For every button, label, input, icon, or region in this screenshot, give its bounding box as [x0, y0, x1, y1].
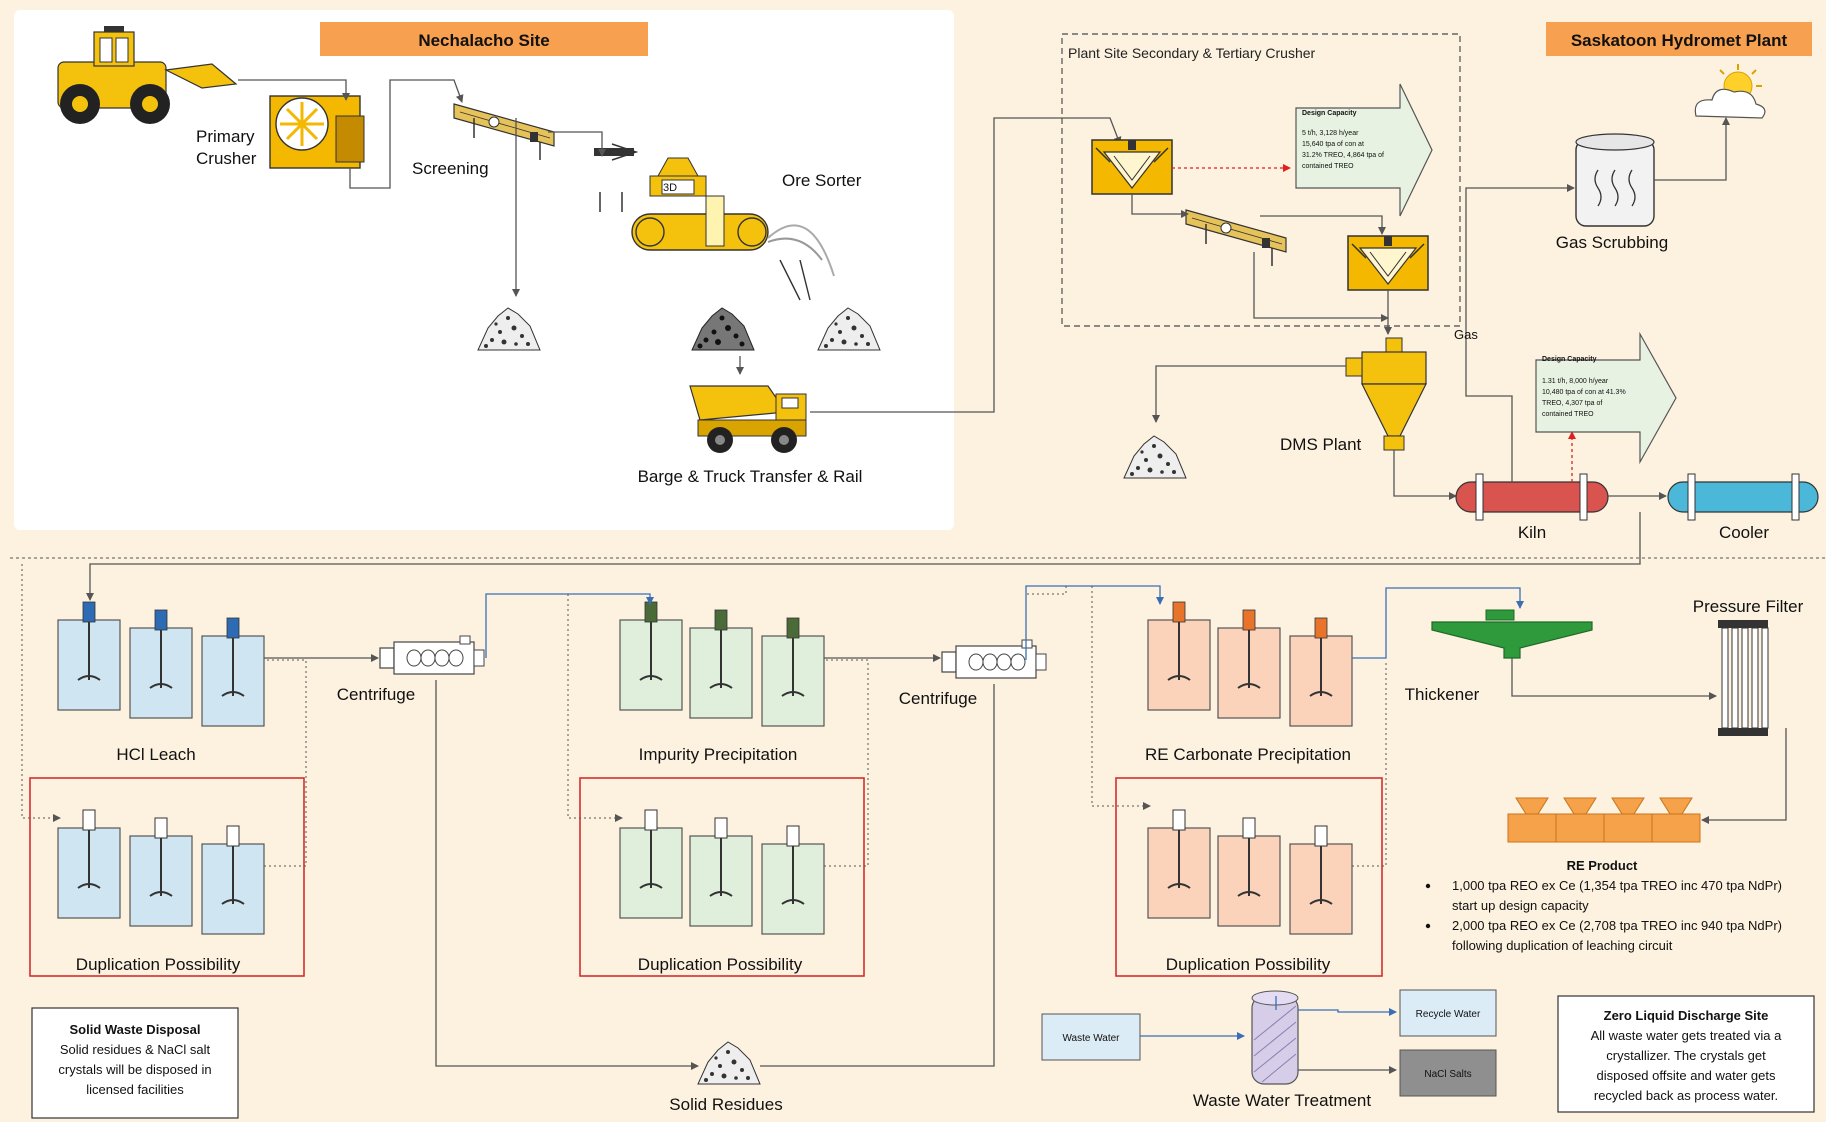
design-capacity-2-line-2: 10,480 tpa of con at 41.3%	[1542, 389, 1626, 396]
design-capacity-2-line-3: TREO, 4,307 tpa of	[1542, 400, 1602, 407]
barge-truck-rail-label: Barge & Truck Transfer & Rail	[638, 467, 863, 486]
cooler-icon	[1667, 473, 1819, 521]
zld-line-2: crystallizer. The crystals get	[1606, 1048, 1766, 1063]
secondary-crusher-boundary	[1061, 33, 1461, 327]
solid-waste-line-1: Solid residues & NaCl salt	[60, 1042, 211, 1057]
kiln-label: Kiln	[1518, 523, 1546, 542]
pressure-filter-icon	[1718, 620, 1769, 736]
design-capacity-arrow-2	[1535, 331, 1677, 465]
design-capacity-1-line-1: 5 t/h, 3,128 h/year	[1302, 130, 1359, 137]
impurity-precipitation-label: Impurity Precipitation	[639, 745, 798, 764]
design-capacity-2-line-4: contained TREO	[1542, 411, 1594, 418]
design-capacity-1-line-4: contained TREO	[1302, 163, 1354, 170]
re-product-bullet-2-line-1: 2,000 tpa REO ex Ce (2,708 tpa TREO inc …	[1452, 918, 1782, 933]
solid-waste-title: Solid Waste Disposal	[70, 1022, 201, 1037]
ore-sorter-icon	[594, 143, 835, 301]
dump-truck-icon	[689, 385, 807, 453]
re-carbonate-label: RE Carbonate Precipitation	[1145, 745, 1351, 764]
design-capacity-1-title: Design Capacity	[1302, 110, 1357, 117]
screening-label: Screening	[412, 159, 489, 178]
thickener-label: Thickener	[1405, 685, 1480, 704]
waste-water-tank-icon	[1251, 990, 1299, 1085]
design-capacity-2-line-1: 1.31 t/h, 8,000 h/year	[1542, 378, 1609, 385]
duplication-3-label: Duplication Possibility	[1166, 955, 1331, 974]
zld-title: Zero Liquid Discharge Site	[1604, 1008, 1769, 1023]
solid-residues-label: Solid Residues	[669, 1095, 782, 1114]
primary-crusher-label-2: Crusher	[196, 149, 257, 168]
duplication-box-1	[29, 777, 305, 977]
wheel-loader-icon	[57, 26, 238, 124]
dms-plant-label: DMS Plant	[1280, 435, 1362, 454]
design-capacity-1-line-3: 31.2% TREO, 4,864 tpa of	[1302, 152, 1384, 159]
duplication-1-label: Duplication Possibility	[76, 955, 241, 974]
solid-waste-line-2: crystals will be disposed in	[58, 1062, 211, 1077]
re-product-bullet-1-line-2: start up design capacity	[1452, 898, 1589, 913]
tertiary-cone-crusher-icon	[1347, 235, 1429, 291]
waste-water-box	[1041, 1013, 1141, 1061]
gas-scrubber-icon	[1575, 133, 1655, 227]
secondary-cone-crusher-icon	[1091, 139, 1173, 195]
re-product-title: RE Product	[1567, 858, 1638, 873]
primary-crusher-label-1: Primary	[196, 127, 255, 146]
zld-line-3: disposed offsite and water gets	[1597, 1068, 1776, 1083]
duplication-box-3	[1115, 777, 1383, 977]
centrifuge-1-label: Centrifuge	[337, 685, 415, 704]
nechalacho-title: Nechalacho Site	[418, 31, 549, 50]
solid-waste-box	[31, 1007, 239, 1119]
zld-line-4: recycled back as process water.	[1594, 1088, 1778, 1103]
saskatoon-title: Saskatoon Hydromet Plant	[1571, 31, 1788, 50]
nacl-salts-label: NaCl Salts	[1424, 1069, 1471, 1080]
re-product-bullet-2-line-2: following duplication of leaching circui…	[1452, 938, 1673, 953]
waste-water-treatment-label: Waste Water Treatment	[1193, 1091, 1372, 1110]
primary-crusher-icon	[269, 95, 365, 169]
duplication-2-label: Duplication Possibility	[638, 955, 803, 974]
pressure-filter-label: Pressure Filter	[1693, 597, 1804, 616]
centrifuge-2-label: Centrifuge	[899, 689, 977, 708]
gas-scrubbing-label: Gas Scrubbing	[1556, 233, 1668, 252]
design-capacity-1-line-2: 15,640 tpa of con at	[1302, 141, 1364, 148]
sorter-3d-badge: 3D	[663, 182, 677, 194]
thickener-icon	[1431, 609, 1593, 659]
design-capacity-2-title: Design Capacity	[1542, 356, 1597, 363]
recycle-water-label: Recycle Water	[1416, 1009, 1481, 1020]
centrifuge-2-icon	[941, 639, 1047, 679]
secondary-crusher-title: Plant Site Secondary & Tertiary Crusher	[1068, 45, 1316, 61]
solid-waste-line-3: licensed facilities	[86, 1082, 184, 1097]
sun-cloud-icon	[1694, 64, 1766, 119]
kiln-icon	[1455, 473, 1609, 521]
re-product-bullet-1-line-1: 1,000 tpa REO ex Ce (1,354 tpa TREO inc …	[1452, 878, 1782, 893]
hcl-leach-label: HCl Leach	[116, 745, 195, 764]
zld-line-1: All waste water gets treated via a	[1591, 1028, 1783, 1043]
duplication-box-2	[579, 777, 865, 977]
centrifuge-1-icon	[379, 635, 485, 675]
recycle-water-box	[1399, 989, 1497, 1037]
waste-water-label: Waste Water	[1062, 1033, 1120, 1044]
gas-label: Gas	[1454, 327, 1478, 342]
dms-cyclone-icon	[1345, 337, 1427, 451]
saskatoon-header	[1546, 22, 1812, 56]
nechalacho-header	[320, 22, 648, 56]
cooler-label: Cooler	[1719, 523, 1769, 542]
nacl-salts-box	[1399, 1049, 1497, 1097]
zld-box	[1557, 995, 1815, 1113]
ore-sorter-label: Ore Sorter	[782, 171, 862, 190]
design-capacity-arrow-1	[1295, 83, 1433, 217]
